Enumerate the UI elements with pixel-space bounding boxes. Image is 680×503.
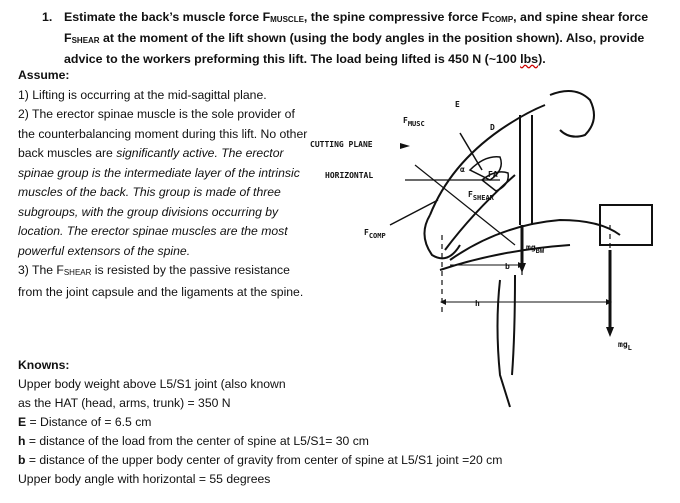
f-shear-label: FSHEAR [468, 190, 495, 202]
q-sub-comp: COMP [489, 15, 514, 24]
f-musc-sub: MUSC [408, 120, 425, 128]
q-part4: at the moment of the lift shown (using t… [64, 31, 645, 66]
known-angle: Upper body angle with horizontal = 55 de… [18, 472, 271, 486]
f-comp-sub: COMP [369, 232, 386, 240]
b-label: b [505, 262, 510, 271]
q-part1: Estimate the back’s muscle force F [64, 10, 271, 24]
knowns: Knowns: Upper body weight above L5/S1 jo… [18, 356, 658, 489]
q-lbs: lbs [520, 52, 539, 66]
f-comp-label: FCOMP [364, 228, 386, 240]
fa-label: FA [488, 170, 498, 179]
q-part2: , the spine compressive force F [303, 10, 490, 24]
mg-l-mg: mg [618, 340, 628, 349]
f-shear-f: F [468, 190, 473, 199]
known-b-var: b [18, 453, 26, 467]
assumption-2-italic: significantly active. The erector spinae… [18, 146, 300, 258]
d-label: D [490, 123, 495, 132]
mg-l-label: mgL [618, 340, 632, 352]
question-number: 1. [42, 10, 53, 24]
known-b: b = distance of the upper body center of… [18, 451, 658, 470]
known-h: h = distance of the load from the center… [18, 432, 658, 451]
known-hat: Upper body weight above L5/S1 joint (als… [18, 377, 286, 410]
f-comp-f: F [364, 228, 369, 237]
assumption-1: 1) Lifting is occurring at the mid-sagit… [18, 87, 267, 102]
known-e-var: E [18, 415, 27, 429]
q-sub-shear: SHEAR [71, 36, 100, 45]
assumption-3b: is resisted by the passive resistance fr… [18, 263, 304, 299]
assumption-2: 2) The erector spinae muscle is the sole… [18, 105, 308, 261]
assume-heading: Assume: [18, 68, 70, 82]
knowns-heading: Knowns: [18, 358, 70, 372]
known-e-text: = Distance of = 6.5 cm [26, 415, 152, 429]
h-label: h [475, 299, 480, 308]
known-h-text: = distance of the load from the center o… [25, 434, 369, 448]
f-musc-label: FMUSC [403, 116, 425, 128]
e-label: E [455, 100, 460, 109]
known-h-var: h [18, 434, 26, 448]
q-part3: , and spine shear force F [64, 10, 649, 45]
alpha-label: α [460, 165, 465, 174]
horizontal-label: HORIZONTAL [325, 171, 373, 180]
cutting-plane-label: CUTTING PLANE [310, 140, 373, 149]
question-text: 1. Estimate the back’s muscle force FMUS… [42, 8, 669, 68]
mg-bw-mg: mg [526, 243, 536, 252]
assumption-3: 3) The FSHEAR is resisted by the passive… [18, 261, 308, 302]
assumption-3-sub: SHEAR [63, 268, 92, 277]
known-e: E = Distance of = 6.5 cm [18, 413, 658, 432]
known-b-text: = distance of the upper body center of g… [25, 453, 503, 467]
mg-bw-sub: BW [536, 247, 545, 255]
q-part5: ). [538, 52, 546, 66]
q-sub-muscle: MUSCLE [270, 15, 304, 24]
assumption-3a: 3) The F [18, 263, 64, 277]
lifting-diagram: CUTTING PLANE HORIZONTAL FMUSC FCOMP FSH… [310, 90, 653, 408]
f-shear-sub: SHEAR [473, 194, 495, 202]
assumption-2-text: 2) The erector spinae muscle is the sole… [18, 107, 308, 160]
f-musc-f: F [403, 116, 408, 125]
mg-l-sub: L [628, 344, 632, 352]
assumptions: Assume: 1) Lifting is occurring at the m… [18, 66, 308, 302]
mg-bw-label: mgBW [526, 243, 545, 255]
